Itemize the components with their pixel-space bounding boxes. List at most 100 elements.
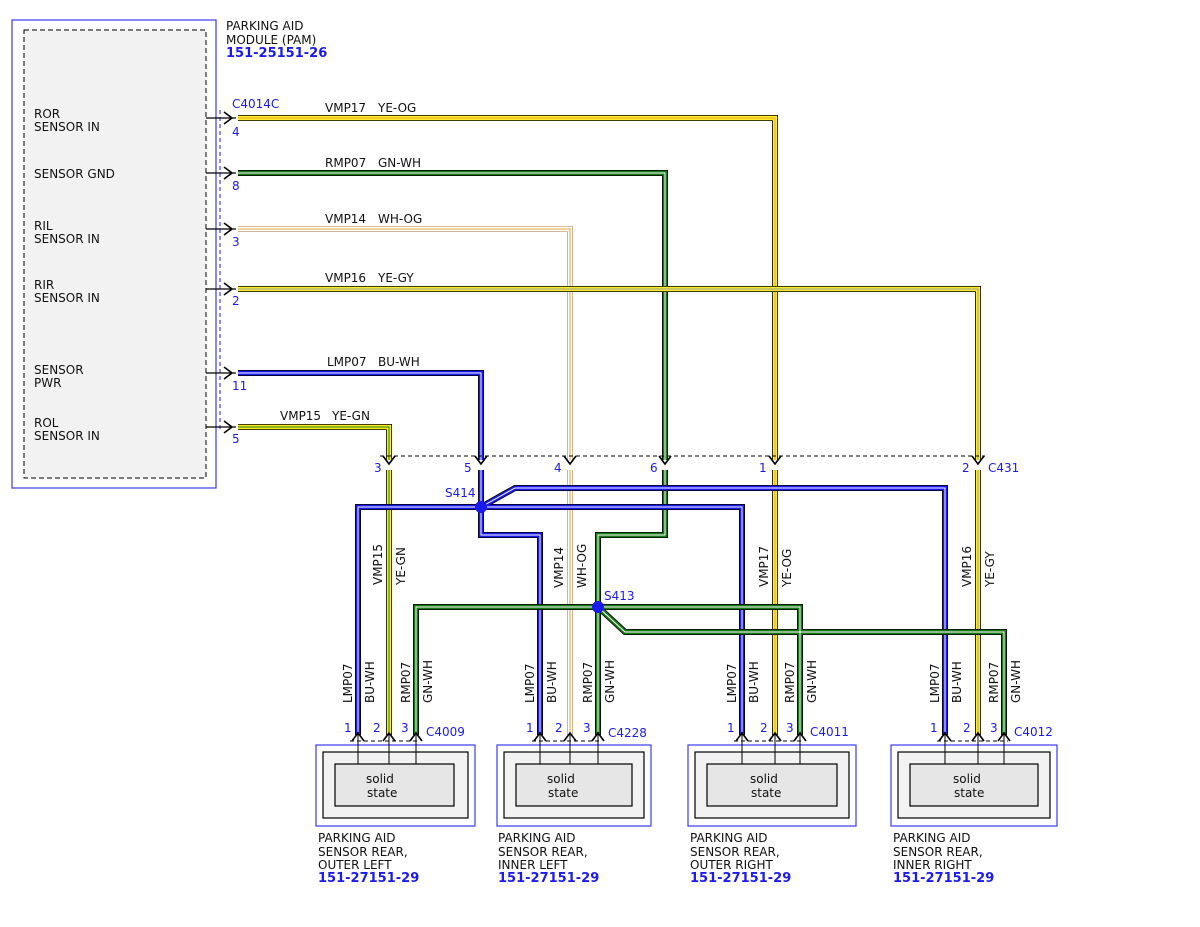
inline-pin-number: 2 xyxy=(962,461,970,475)
wire-label-color: WH-OG xyxy=(378,212,422,226)
pin-number: 3 xyxy=(232,235,240,249)
sensor-inner-left xyxy=(496,732,652,827)
module-pin-arrows xyxy=(223,111,233,434)
module-title-2: MODULE (PAM) xyxy=(226,33,316,47)
pin-number: 5 xyxy=(232,432,240,446)
sensor-title: SENSOR REAR, xyxy=(318,845,408,859)
sensor-wire-labels-4: LMP07 BU-WH RMP07 GN-WH xyxy=(928,660,1023,703)
pin-label-rol-2: SENSOR IN xyxy=(34,429,100,443)
sensor-title: INNER LEFT xyxy=(498,858,568,872)
wire-label-circuit: RMP07 xyxy=(325,156,366,170)
wire-label-circuit: LMP07 xyxy=(327,355,367,369)
wire-label-color: YE-GY xyxy=(377,271,414,285)
sensor-connector-name: C4012 xyxy=(1014,725,1053,739)
sensor-title: OUTER RIGHT xyxy=(690,858,773,872)
vertical-label: VMP16 xyxy=(960,546,974,587)
sensor-title: SENSOR REAR, xyxy=(690,845,780,859)
svg-text:RMP07: RMP07 xyxy=(581,662,595,703)
pin-number: 4 xyxy=(232,125,240,139)
inline-pin-number: 5 xyxy=(464,461,472,475)
inline-pin-number: 4 xyxy=(554,461,562,475)
sensor-title: OUTER LEFT xyxy=(318,858,392,872)
svg-text:BU-WH: BU-WH xyxy=(950,661,964,703)
svg-text:LMP07: LMP07 xyxy=(928,663,942,703)
sensor-inner-text: solid xyxy=(750,772,778,786)
sensor-inner-right xyxy=(890,732,1058,827)
svg-text:GN-WH: GN-WH xyxy=(805,660,819,703)
sensor-pin-number: 3 xyxy=(583,721,591,735)
module-connector-label: C4014C xyxy=(232,97,279,111)
pin-number: 8 xyxy=(232,179,240,193)
svg-text:GN-WH: GN-WH xyxy=(603,660,617,703)
sensor-connector-name: C4228 xyxy=(608,726,647,740)
sensor-pin-number: 2 xyxy=(555,721,563,735)
sensor-ref-link[interactable]: 151-27151-29 xyxy=(690,871,791,886)
sensor-pin-number: 1 xyxy=(526,721,534,735)
svg-text:RMP07: RMP07 xyxy=(987,662,1001,703)
pin-label-ril-2: SENSOR IN xyxy=(34,232,100,246)
sensor-connector-name: C4009 xyxy=(426,725,465,739)
inline-pin-number: 3 xyxy=(374,461,382,475)
sensor-wire-labels-1: LMP07 BU-WH RMP07 GN-WH xyxy=(341,660,435,703)
svg-text:GN-WH: GN-WH xyxy=(421,660,435,703)
sensor-outer-left xyxy=(315,732,476,827)
splice-s414 xyxy=(475,501,487,513)
sensor-ref-link[interactable]: 151-27151-29 xyxy=(498,871,599,886)
pin-label-ror-2: SENSOR IN xyxy=(34,120,100,134)
vertical-label: YE-OG xyxy=(780,549,794,588)
splice-s414-label: S414 xyxy=(445,486,476,500)
wire-vmp14 xyxy=(238,226,573,735)
vertical-label: YE-GN xyxy=(394,547,408,586)
pin-label-sensor-gnd: SENSOR GND xyxy=(34,167,115,181)
parking-aid-module xyxy=(11,19,217,489)
inline-pin-number: 1 xyxy=(759,461,767,475)
sensor-outer-right xyxy=(687,732,857,827)
sensor-connector-name: C4011 xyxy=(810,725,849,739)
wire-label-color: YE-OG xyxy=(377,101,416,115)
vertical-label: VMP15 xyxy=(371,544,385,585)
sensor-ref-link[interactable]: 151-27151-29 xyxy=(318,871,419,886)
wire-label-circuit: VMP17 xyxy=(325,101,366,115)
wire-vmp17 xyxy=(238,115,778,735)
sensor-ref-link[interactable]: 151-27151-29 xyxy=(893,871,994,886)
wire-rmp07 xyxy=(238,170,668,735)
sensor-pin-number: 3 xyxy=(401,721,409,735)
splice-s413 xyxy=(592,601,604,613)
sensor-title: PARKING AID xyxy=(690,831,768,845)
wire-label-circuit: VMP16 xyxy=(325,271,366,285)
pin-number: 2 xyxy=(232,294,240,308)
sensor-pin-number: 2 xyxy=(373,721,381,735)
splice-s413-label: S413 xyxy=(604,589,635,603)
sensor-pin-number: 2 xyxy=(963,721,971,735)
svg-text:GN-WH: GN-WH xyxy=(1009,660,1023,703)
splice-s413-branches xyxy=(413,604,1007,735)
wire-label-circuit: VMP14 xyxy=(325,212,366,226)
sensor-title: SENSOR REAR, xyxy=(498,845,588,859)
sensor-title: PARKING AID xyxy=(318,831,396,845)
sensor-title: INNER RIGHT xyxy=(893,858,972,872)
module-ref-link[interactable]: 151-25151-26 xyxy=(226,46,327,61)
pin-label-ror: ROR xyxy=(34,107,60,121)
wire-vmp15 xyxy=(238,424,392,735)
sensor-title: PARKING AID xyxy=(893,831,971,845)
sensor-inner-text: solid xyxy=(953,772,981,786)
sensor-wire-labels-3: LMP07 BU-WH RMP07 GN-WH xyxy=(725,660,819,703)
svg-text:LMP07: LMP07 xyxy=(341,663,355,703)
sensor-pin-number: 3 xyxy=(786,721,794,735)
sensor-pin-number: 1 xyxy=(344,721,352,735)
sensor-pin-number: 1 xyxy=(727,721,735,735)
inline-connector-name: C431 xyxy=(988,461,1019,475)
sensor-pin-number: 2 xyxy=(760,721,768,735)
wire-vmp16 xyxy=(238,286,981,735)
sensor-inner-text: state xyxy=(751,786,781,800)
wire-lmp07 xyxy=(238,370,484,507)
svg-text:LMP07: LMP07 xyxy=(523,663,537,703)
sensor-title: PARKING AID xyxy=(498,831,576,845)
pin-label-sensor-pwr-2: PWR xyxy=(34,376,61,390)
pin-label-rir: RIR xyxy=(34,278,54,292)
wire-label-circuit: VMP15 xyxy=(280,409,321,423)
sensor-inner-text: state xyxy=(367,786,397,800)
sensor-title: SENSOR REAR, xyxy=(893,845,983,859)
sensor-wire-labels-2: LMP07 BU-WH RMP07 GN-WH xyxy=(523,660,617,703)
